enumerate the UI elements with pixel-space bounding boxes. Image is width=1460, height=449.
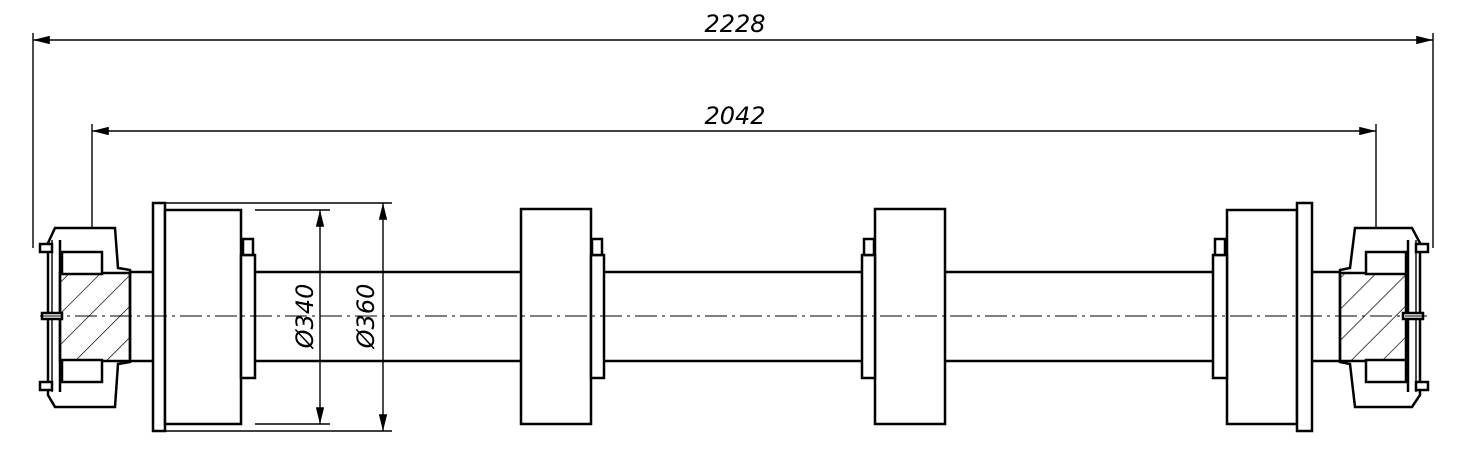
bearing-housing-right: [1338, 226, 1430, 409]
bolt: [1414, 242, 1430, 254]
hatched-section: [1338, 271, 1408, 363]
roller-bearing: [60, 250, 104, 276]
bolt: [38, 380, 54, 392]
bolt: [38, 242, 54, 254]
hatched-section: [58, 271, 132, 363]
dimension-overall-length: 2228: [32, 10, 1434, 248]
roller-bearing: [1364, 250, 1408, 276]
roller-bearing: [1364, 358, 1408, 384]
wheel-right: [1211, 201, 1314, 433]
dimension-bearing-span: 2042: [91, 102, 1377, 228]
bolt: [1414, 380, 1430, 392]
bearing-housing-left: [38, 226, 132, 409]
dimension-label-2228: 2228: [704, 10, 765, 38]
wheel-left: [151, 201, 257, 433]
roller-bearing: [60, 358, 104, 384]
dimension-label-2042: 2042: [704, 102, 765, 130]
